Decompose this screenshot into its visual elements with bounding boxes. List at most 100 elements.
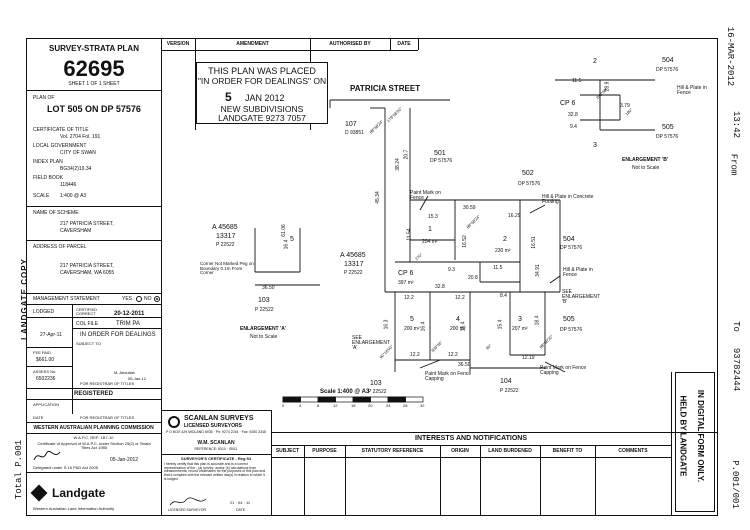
local-gov-value: CITY OF SWAN: [60, 150, 96, 156]
held-line2: IN DIGITAL FORM ONLY.: [696, 389, 706, 483]
lot-505-dp: DP 57576: [560, 327, 583, 333]
subject-to: SUBJECT TO: [76, 341, 101, 346]
assess-label: ASSESS No.: [33, 369, 57, 374]
certificate-label: CERTIFICATE OF TITLE: [33, 127, 89, 133]
see-enl-b: SEE ENLARGEMENT 'B': [562, 289, 600, 305]
enlargement-a-nts: Not to Scale: [250, 334, 278, 340]
surveyor-cert-date: 21 · 04 · 11: [230, 500, 251, 505]
enl-b-cp6: CP 6: [560, 100, 576, 107]
n13317-b: 13317: [344, 261, 364, 268]
lot-103-a: 103: [258, 297, 270, 304]
fee-paid-label: FEE PAID: [33, 350, 51, 355]
address-value-1: 217 PATRICIA STREET,: [60, 263, 114, 269]
dim-16-4-b: 16.4: [460, 321, 467, 332]
col-benefit: BENEFIT TO: [552, 448, 583, 454]
registrar-sig: M. Abdullah: [114, 370, 135, 375]
mgmt-yes: YES: [122, 296, 133, 302]
enlargement-a: ENLARGEMENT 'A': [240, 326, 286, 332]
enlargement-b-nts: Not to Scale: [632, 165, 660, 171]
scale-value: 1:400 @ A3: [60, 193, 87, 199]
application-label: APPLICATION: [33, 402, 60, 407]
registrar-label-2: FOR REGISTRAR OF TITLES: [80, 415, 135, 420]
mgmt-no-radio: [154, 296, 160, 302]
registrar-date: 05-Jan-12: [128, 376, 147, 381]
hill-plate-fence-2: Hill & Plate in Fence: [677, 85, 707, 96]
scale-tick-7: 28: [403, 403, 408, 408]
surveyor-firm-sub: LICENSED SURVEYORS: [184, 423, 242, 429]
plan-of-value: LOT 505 ON DP 57576: [47, 104, 141, 114]
stamp-line4: NEW SUBDIVISIONS: [220, 104, 304, 114]
col-file-label: COL FILE: [76, 321, 99, 327]
lot2-area: 230 m²: [495, 248, 511, 254]
surveyor-address: P O BOX 429 MIDLAND 6936 · Ph: 9274 2244…: [166, 430, 266, 434]
plan-number: 62695: [63, 56, 125, 81]
landgate-name: Landgate: [52, 486, 106, 500]
dim-12-2-c: 12.2: [410, 352, 420, 358]
dim-12-2-a: 12.2: [404, 295, 414, 301]
a45685-a: A 45685: [212, 224, 238, 231]
col-version: VERSION: [166, 41, 190, 47]
dim-18-4: 18.4: [534, 315, 541, 326]
paint-fence: Paint Mark on Fence: [410, 190, 441, 201]
wapc-date: 05-Jan-2012: [110, 457, 139, 463]
assess-value: 6502236: [36, 376, 56, 382]
dim-15-3: 15.3: [428, 214, 438, 220]
dim-12-19: 12.19: [522, 355, 535, 361]
registrar-label: FOR REGISTRAR OF TITLES: [80, 381, 135, 386]
wapc-delegate: Delegated under S.16 P&D Act 2005: [33, 465, 98, 470]
lot4-area: 200 m²: [450, 326, 466, 332]
landgate-sub: Western Australian Land Information Auth…: [33, 506, 115, 511]
col-comments: COMMENTS: [618, 448, 648, 454]
dim-12-2-d: 12.2: [448, 352, 458, 358]
cp6-area: 397 m²: [398, 280, 414, 286]
lot-103-b: 103: [370, 380, 382, 387]
dim-20-8: 20.8: [468, 275, 478, 281]
lot-504-dp: DP 57576: [560, 245, 583, 251]
col-date: DATE: [397, 41, 411, 47]
mgmt-no: NO: [144, 296, 152, 302]
surveyor-sig-label: LICENSED SURVEYOR: [168, 508, 207, 512]
dim-9-4: 9.4: [570, 124, 577, 130]
surveyor-logo-icon: [168, 416, 180, 428]
dealings-stamp: THIS PLAN WAS PLACED "IN ORDER FOR DEALI…: [196, 62, 328, 124]
lot1-num: 1: [428, 226, 432, 233]
address-label: ADDRESS OF PARCEL: [33, 244, 87, 250]
lot-107-dp: D 93851: [345, 130, 364, 136]
lot-104: 104: [500, 378, 512, 385]
dim-32-8: 32.8: [435, 284, 445, 290]
dim-36-50-b: 36.50: [262, 285, 275, 291]
stamp-line1: THIS PLAN WAS PLACED: [208, 66, 316, 76]
surveyor-reference: REFERENCE: 8310 · 05/11: [194, 447, 238, 451]
held-line1: HELD BY LANDGATE: [678, 395, 688, 477]
enl-b-dp-1: DP 57576: [656, 67, 679, 73]
lot5-num: 5: [410, 316, 414, 323]
in-order-text: IN ORDER FOR DEALINGS: [80, 332, 156, 338]
hill-plate-footing: Hill & Plate in Concrete Footing: [542, 194, 594, 205]
dim-20-7: 20.7: [403, 149, 410, 160]
surveyor-cert-heading: SURVEYOR'S CERTIFICATE - Reg 54: [181, 456, 251, 461]
scheme-value-2: CAVERSHAM: [60, 228, 92, 234]
lot3-num: 3: [518, 316, 522, 323]
street-label: PATRICIA STREET: [350, 84, 421, 93]
dim-45-34: 45.34: [374, 191, 381, 204]
scheme-label: NAME OF SCHEME: [33, 210, 79, 216]
lot-504: 504: [563, 236, 575, 243]
scale-label: SCALE: [33, 193, 50, 199]
fee-paid-value: $661.00: [36, 357, 55, 363]
enl-b-lot-504: 504: [662, 57, 674, 64]
col-authorised: AUTHORISED BY: [329, 41, 371, 47]
lot-505: 505: [563, 316, 575, 323]
stamp-line2: "IN ORDER FOR DEALINGS" ON: [197, 76, 327, 86]
scale-tick-6: 24: [386, 403, 391, 408]
col-purpose: PURPOSE: [312, 448, 337, 454]
surveyor-firm: SCANLAN SURVEYS: [184, 415, 254, 422]
scale-tick-1: 4: [299, 403, 302, 408]
scale-tick-5: 20: [368, 403, 373, 408]
dim-3-79: 3.79: [620, 103, 630, 109]
field-book-value: 118446: [60, 182, 77, 188]
lot1-area: 204 m²: [422, 239, 438, 245]
dim-11-54: 11.54: [406, 228, 413, 241]
col-burdened: LAND BURDENED: [488, 448, 532, 454]
enlargement-b: ENLARGEMENT 'B': [622, 157, 668, 163]
